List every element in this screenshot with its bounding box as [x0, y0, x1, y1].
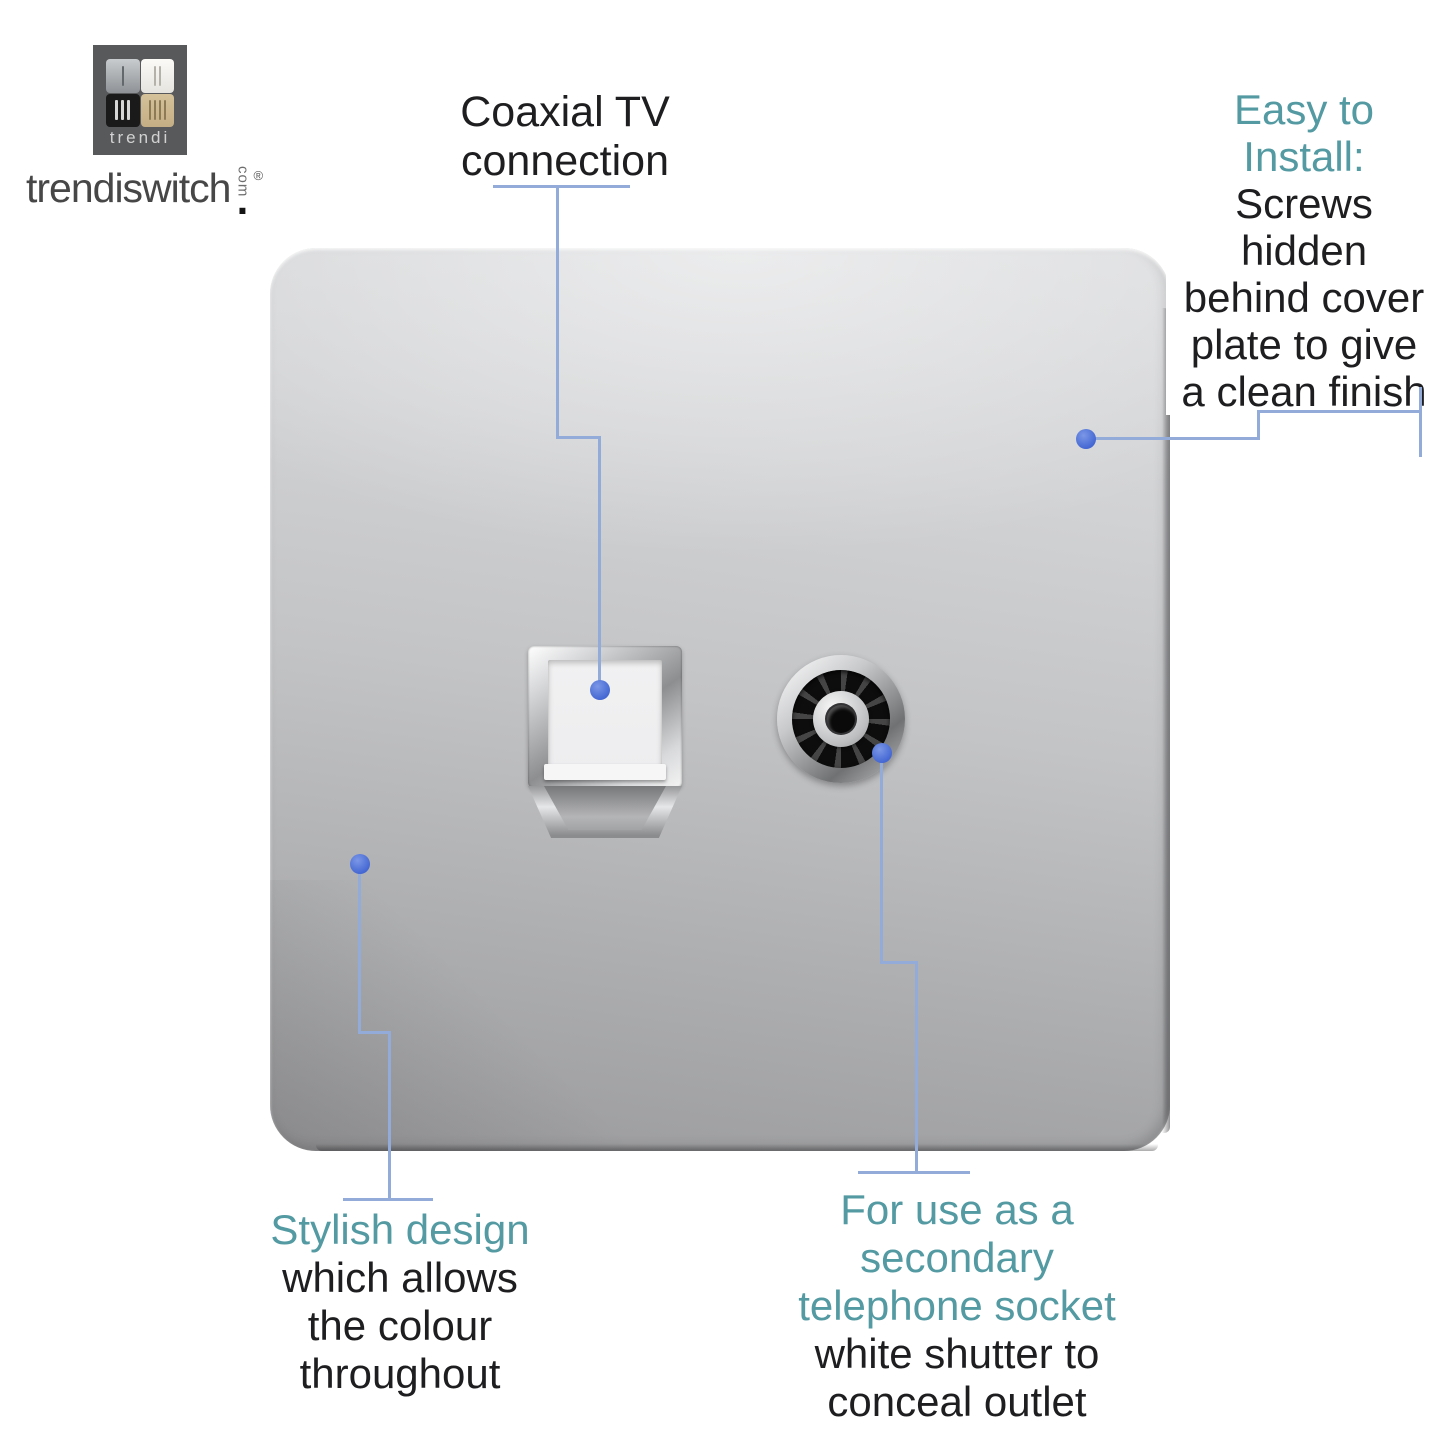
trendiswitch-wordmark: trendiswitch com . ® [26, 165, 264, 224]
logo-white-switch-icon [140, 59, 174, 93]
telephone-heading-line: secondary [860, 1234, 1054, 1281]
top-callout-jog-line [556, 436, 601, 439]
wall-plate [270, 248, 1170, 1151]
right-callout-drop-line [1257, 410, 1260, 440]
top-callout-tbar-line [493, 185, 630, 188]
telephone-heading-line: For use as a [840, 1186, 1074, 1233]
coax-center-hole [827, 705, 855, 733]
telephone-socket-shutter-lip [544, 764, 666, 780]
easy-install-body-line: a clean finish [1181, 368, 1427, 415]
telephone-socket [528, 646, 682, 838]
easy-install-body-line: Screws [1235, 180, 1373, 227]
easy-install-body-line: plate to give [1190, 321, 1418, 368]
bottom-left-callout-jog-line [358, 1031, 391, 1034]
right-callout-end-line [1419, 387, 1422, 457]
wordmark-tld: com [234, 166, 252, 198]
logo-trendi-label: trendi [109, 128, 171, 147]
telephone-heading-line: telephone socket [798, 1282, 1116, 1329]
bottom-left-callout-dot [350, 854, 370, 874]
logo-switch-grid-icon [106, 59, 174, 127]
top-callout-line-2 [598, 436, 601, 688]
telephone-socket-white-shutter [548, 660, 662, 772]
stylish-design-body-line: which allows [282, 1254, 518, 1301]
coaxial-connection-label: Coaxial TV connection [400, 88, 730, 186]
right-callout-top-line [1257, 410, 1422, 413]
telephone-body-line: conceal outlet [827, 1378, 1087, 1425]
stylish-design-body-line: throughout [299, 1350, 501, 1397]
logo-black-switch-icon [106, 93, 140, 127]
top-callout-dot [590, 680, 610, 700]
trendi-logo: trendi [93, 45, 187, 155]
coaxial-label-line: connection [461, 137, 669, 185]
easy-install-body-line: behind cover [1183, 274, 1425, 321]
bottom-mid-callout-tbar-line [858, 1171, 970, 1174]
bottom-mid-callout-line-2 [915, 961, 918, 1174]
easy-install-label: Easy to Install: Screws hidden behind co… [1166, 86, 1442, 415]
easy-install-body-line: hidden [1240, 227, 1368, 274]
telephone-body-line: white shutter to [814, 1330, 1100, 1377]
right-callout-line [1086, 437, 1260, 440]
logo-silver-switch-icon [106, 59, 140, 93]
wordmark-tld-column: com . [231, 166, 253, 224]
bottom-mid-callout-dot [872, 743, 892, 763]
plate-right-edge [1162, 308, 1170, 1133]
bottom-mid-callout-line [880, 753, 883, 964]
bottom-left-callout-line-2 [388, 1031, 391, 1201]
bottom-mid-callout-jog-line [880, 961, 918, 964]
stylish-design-label: Stylish design which allows the colour t… [243, 1206, 557, 1398]
stylish-design-body-line: the colour [307, 1302, 493, 1349]
registered-trademark-icon: ® [253, 168, 264, 183]
top-callout-line [556, 185, 559, 438]
easy-install-heading-line: Install: [1243, 133, 1365, 180]
easy-install-heading-line: Easy to [1233, 86, 1375, 133]
logo-gold-switch-icon [140, 93, 174, 127]
coaxial-label-line: Coaxial TV [460, 88, 670, 136]
right-callout-dot [1076, 429, 1096, 449]
coax-connector [777, 655, 905, 783]
wordmark-period: . [236, 176, 249, 224]
wordmark-text: trendiswitch [26, 165, 231, 211]
plate-bottom-edge [316, 1144, 1158, 1151]
stylish-design-heading-line: Stylish design [270, 1206, 530, 1253]
bottom-left-callout-line [358, 864, 361, 1034]
telephone-socket-label: For use as a secondary telephone socket … [768, 1186, 1146, 1426]
bottom-left-callout-tbar-line [343, 1198, 433, 1201]
